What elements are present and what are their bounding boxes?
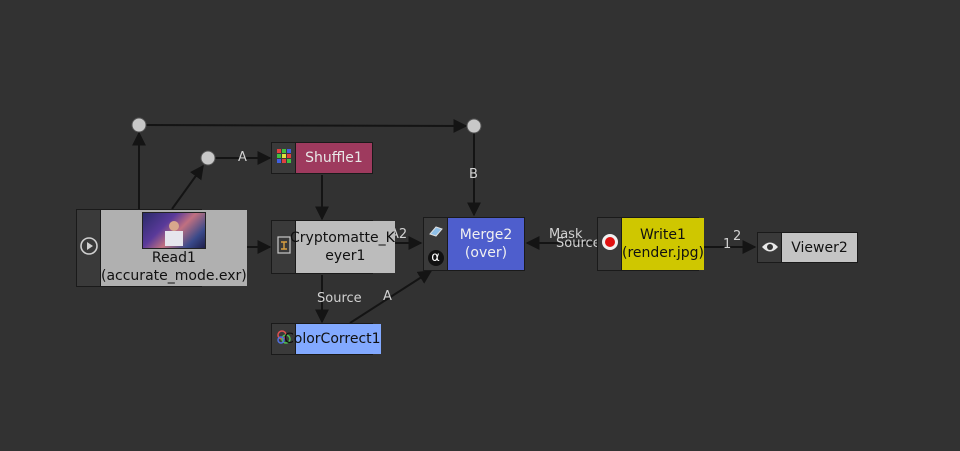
color-wheel-icon <box>276 329 292 349</box>
merge-subtitle: (over) <box>464 245 508 261</box>
shuffle-grid-icon <box>276 148 292 168</box>
shuffle-title: Shuffle1 <box>305 150 363 166</box>
cryptomatte-icon <box>276 236 291 258</box>
edge-label-viewer-2: 2 <box>733 229 742 244</box>
write-title: Write1 <box>640 227 686 243</box>
read-node[interactable]: Read1 (accurate_mode.exr) <box>76 209 247 287</box>
viewer-node[interactable]: Viewer2 <box>757 232 858 263</box>
dot-node-3[interactable] <box>466 118 482 134</box>
edge-label-crypto-source: Source <box>317 291 362 306</box>
dot-node-2[interactable] <box>200 150 216 166</box>
edge-label-write-source: Source <box>556 236 601 251</box>
eraser-icon <box>428 222 444 241</box>
alpha-icon: α <box>427 249 444 266</box>
edge-label-viewer-1: 1 <box>723 237 732 252</box>
viewer-title: Viewer2 <box>791 239 848 256</box>
record-icon <box>601 233 619 255</box>
edge-label-shuffle-a: A <box>238 150 247 165</box>
read-thumbnail <box>141 212 206 249</box>
write-node[interactable]: Write1 (render.jpg) <box>597 217 704 271</box>
merge-title: Merge2 <box>459 227 513 243</box>
write-subtitle: (render.jpg) <box>622 245 704 261</box>
dot-node-1[interactable] <box>131 117 147 133</box>
read-title: Read1 <box>151 250 196 266</box>
edge-cc-to-merge <box>349 270 433 324</box>
merge-node[interactable]: α Merge2 (over) <box>423 217 525 271</box>
shuffle-node[interactable]: Shuffle1 <box>271 142 373 174</box>
edge-label-merge-b: B <box>469 167 478 182</box>
colorcorrect-node[interactable]: ColorCorrect1 <box>271 323 381 355</box>
edge-dot1-to-dot3 <box>145 118 468 133</box>
play-icon <box>79 237 98 259</box>
edge-label-mask: Mask <box>549 227 583 242</box>
crypto-title-line2: eyer1 <box>325 248 366 264</box>
edge-label-cc-a: A <box>383 289 392 304</box>
eye-icon <box>761 238 779 257</box>
read-subtitle: (accurate_mode.exr) <box>101 268 247 284</box>
cryptomatte-node[interactable]: Cryptomatte_K eyer1 <box>271 220 395 274</box>
edge-read-to-dot2 <box>171 164 204 210</box>
crypto-title-line1: Cryptomatte_K <box>290 230 395 246</box>
colorcorrect-title: ColorCorrect1 <box>284 331 381 347</box>
